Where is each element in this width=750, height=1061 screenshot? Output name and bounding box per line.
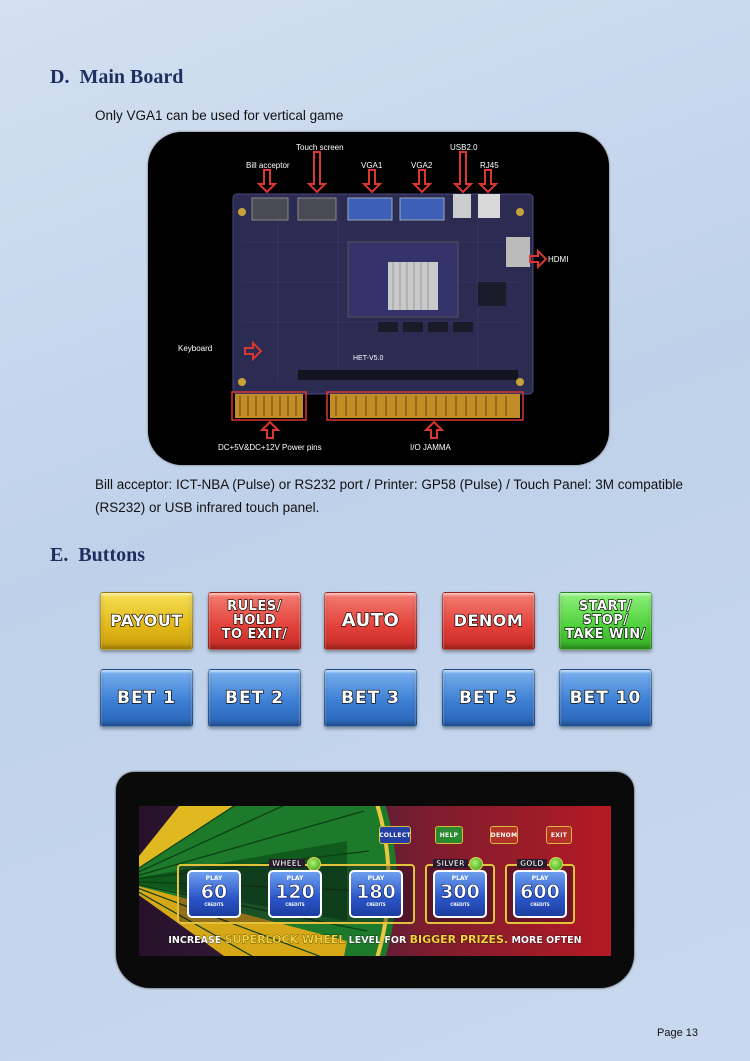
denom-button[interactable]: DENOM (442, 592, 535, 650)
play-label: PLAY (286, 875, 304, 882)
play-label: PLAY (205, 875, 223, 882)
credits-label: CREDITS (366, 902, 386, 907)
play-600-button[interactable]: PLAY 600 CREDITS (513, 870, 567, 918)
gem-icon (549, 857, 563, 871)
play-value: 60 (200, 881, 228, 903)
bet-2-button[interactable]: BET 2 (208, 669, 301, 727)
credits-label: CREDITS (204, 902, 224, 907)
play-label: PLAY (367, 875, 385, 882)
main-board-photo: Touch screen Bill acceptor VGA1 VGA2 USB… (148, 132, 609, 465)
tagline-highlight: BIGGER PRIZES. (409, 933, 509, 947)
bet-3-button[interactable]: BET 3 (324, 669, 417, 727)
game-display-screen: COLLECT HELP DENOM EXIT WHEEL SILVER GOL… (139, 806, 611, 956)
play-300-button[interactable]: PLAY 300 CREDITS (433, 870, 487, 918)
play-value: 120 (275, 881, 315, 903)
play-label: PLAY (451, 875, 469, 882)
callout-arrows (244, 151, 548, 439)
help-button[interactable]: HELP (435, 826, 463, 844)
credits-label: CREDITS (450, 902, 470, 907)
hdmi-label: HDMI (548, 255, 568, 264)
credits-label: CREDITS (530, 902, 550, 907)
promo-tagline: INCREASE SUPERLOCK WHEEL LEVEL FOR BIGGE… (139, 933, 611, 947)
play-180-button[interactable]: PLAY 180 CREDITS (349, 870, 403, 918)
play-value: 180 (356, 881, 396, 903)
play-60-button[interactable]: PLAY 60 CREDITS (187, 870, 241, 918)
collect-button[interactable]: COLLECT (379, 826, 411, 844)
vga-note: Only VGA1 can be used for vertical game (95, 108, 344, 123)
bet-10-button[interactable]: BET 10 (559, 669, 652, 727)
tagline-part: INCREASE (168, 935, 225, 947)
section-title-main-board: D. Main Board (50, 66, 183, 89)
exit-button[interactable]: EXIT (546, 826, 572, 844)
section-letter: D. (50, 66, 70, 88)
rules-hold-button[interactable]: RULES/ HOLD TO EXIT/ (208, 592, 301, 650)
io-jamma-label: I/O JAMMA (410, 443, 452, 452)
io-jamma-connector (330, 394, 520, 418)
credits-label: CREDITS (285, 902, 305, 907)
gem-icon (469, 857, 483, 871)
bet-5-button[interactable]: BET 5 (442, 669, 535, 727)
play-value: 300 (440, 881, 480, 903)
vga1-label: VGA1 (361, 161, 383, 170)
section-title-text: Main Board (79, 66, 184, 88)
section-title-buttons: E. Buttons (50, 544, 145, 567)
denom-mini-button[interactable]: DENOM (490, 826, 518, 844)
power-pins-connector (235, 394, 303, 418)
main-board-diagram: Touch screen Bill acceptor VGA1 VGA2 USB… (178, 143, 568, 452)
gold-group-label: GOLD (517, 859, 547, 868)
tagline-highlight: SUPERLOCK WHEEL (224, 933, 346, 947)
hardware-description: Bill acceptor: ICT-NBA (Pulse) or RS232 … (95, 477, 684, 515)
section-letter: E. (50, 544, 69, 566)
start-stop-button[interactable]: START/ STOP/ TAKE WIN/ (559, 592, 652, 650)
bet-1-button[interactable]: BET 1 (100, 669, 193, 727)
section-title-text: Buttons (78, 544, 146, 566)
play-120-button[interactable]: PLAY 120 CREDITS (268, 870, 322, 918)
tagline-part: MORE OFTEN (508, 935, 582, 947)
power-pins-label: DC+5V&DC+12V Power pins (218, 443, 322, 452)
touch-screen-label: Touch screen (296, 143, 344, 152)
payout-button[interactable]: PAYOUT (100, 592, 193, 650)
auto-button[interactable]: AUTO (324, 592, 417, 650)
play-label: PLAY (531, 875, 549, 882)
keyboard-label: Keyboard (178, 344, 212, 353)
tagline-part: LEVEL FOR (345, 935, 410, 947)
bill-acceptor-label: Bill acceptor (246, 161, 290, 170)
rj45-label: RJ45 (480, 161, 499, 170)
silver-group-label: SILVER (433, 859, 468, 868)
gem-icon (307, 857, 321, 871)
play-value: 600 (520, 881, 560, 903)
usb-label: USB2.0 (450, 143, 478, 152)
page-number: Page 13 (657, 1027, 698, 1039)
vga2-label: VGA2 (411, 161, 433, 170)
wheel-group-label: WHEEL (269, 859, 305, 868)
board-model-label: HET-V5.0 (353, 355, 383, 362)
